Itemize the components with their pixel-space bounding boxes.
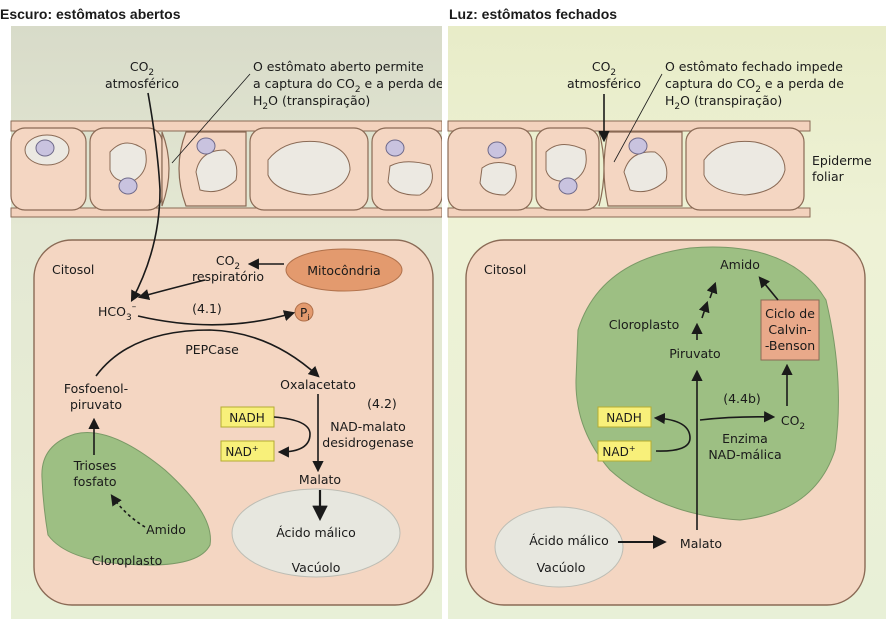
nad-box-left	[220, 440, 275, 462]
nad-label-left: NAD+	[225, 444, 258, 459]
bicarbonate-label: HCO3–	[98, 302, 137, 323]
panel-light-title: Luz: estômatos fechados	[449, 6, 617, 22]
arrow-nadh-to-nad	[273, 416, 311, 458]
guard-cell-open	[161, 131, 170, 207]
step-4-1-label: (4.1)	[192, 301, 222, 316]
arrow-calvin-to-starch	[758, 276, 779, 301]
epidermis-label-1: Epiderme	[812, 153, 872, 168]
starch-label-right: Amido	[720, 257, 760, 272]
step-4-4b-label: (4.4b)	[723, 391, 761, 406]
arrows-right	[618, 276, 793, 549]
pyruvate-label: Piruvato	[669, 346, 720, 361]
nad-label-right: NAD+	[602, 444, 635, 459]
closed-stomata-note: O estômato fechado impede captura do CO2…	[665, 59, 844, 112]
note-pointer-line	[171, 73, 251, 164]
arrow-to-co2	[699, 411, 776, 423]
svg-text:a captura do CO2 e a perda de: a captura do CO2 e a perda de	[253, 76, 444, 95]
calvin-cycle-label-3: -Benson	[765, 338, 815, 353]
malate-dehydrogenase-label-2: desidrogenase	[322, 435, 414, 450]
svg-text:O estômato aberto permite: O estômato aberto permite	[253, 59, 424, 74]
step-4-2-label: (4.2)	[367, 396, 397, 411]
arrow-co2-to-hco3	[130, 92, 161, 302]
svg-text:O estômato fechado impede: O estômato fechado impede	[665, 59, 843, 74]
svg-text:H2O (transpiração): H2O (transpiração)	[253, 93, 370, 112]
arrow-co2-to-hco3-resp	[137, 279, 206, 300]
pep-label-1: Fosfoenol-	[64, 381, 128, 396]
open-stomata-note: O estômato aberto permite a captura do C…	[253, 59, 444, 112]
panel-light: Luz: estômatos fechados CO2 atmosférico …	[447, 6, 886, 619]
panel-dark-title: Escuro: estômatos abertos	[0, 6, 181, 22]
vacuole-label-right: Vacúolo	[537, 560, 586, 575]
nucleus	[558, 177, 578, 195]
phosphate-label: Pi	[300, 306, 309, 322]
mitochondria	[285, 248, 403, 292]
nadh-box-right	[597, 406, 652, 428]
chloroplast-label-right: Cloroplasto	[609, 317, 680, 332]
co2-atmospheric-sublabel-right: atmosférico	[567, 76, 641, 91]
arrow-pyruvate-step3	[706, 281, 718, 299]
nucleus	[385, 139, 405, 157]
nucleus	[196, 137, 216, 155]
vacuole-right	[494, 506, 624, 588]
co2-atmospheric-sublabel: atmosférico	[105, 76, 179, 91]
epidermis-right	[447, 120, 811, 218]
triose-phosphate-label-2: fosfato	[73, 474, 116, 489]
arrow-hco3-to-pi	[137, 310, 296, 326]
note-pointer-line-right	[613, 73, 663, 163]
malic-acid-label-right: Ácido málico	[529, 533, 609, 548]
nad-box-right	[597, 440, 652, 462]
calvin-cycle-label-1: Ciclo de	[765, 306, 815, 321]
calvin-cycle-label-2: Calvin-	[768, 322, 811, 337]
svg-text:captura do CO2 e a perda de: captura do CO2 e a perda de	[665, 76, 844, 95]
malate-label-right: Malato	[680, 536, 722, 551]
co2-respiratory-sublabel: respiratório	[192, 269, 264, 284]
mitochondria-label: Mitocôndria	[307, 263, 380, 278]
malate-dehydrogenase-label-1: NAD-malato	[330, 419, 406, 434]
cytosol-label: Citosol	[52, 262, 94, 277]
malic-enzyme-label-1: Enzima	[722, 431, 768, 446]
malic-enzyme-label-2: NAD-málica	[708, 447, 781, 462]
epidermis-label-2: foliar	[812, 169, 845, 184]
co2-respiratory-label: CO2	[216, 253, 240, 272]
nucleus	[487, 141, 507, 159]
nucleus	[628, 137, 648, 155]
malate-label-left: Malato	[299, 472, 341, 487]
epidermis-left	[10, 120, 443, 218]
oxaloacetate-label: Oxalacetato	[280, 377, 356, 392]
vacuole-label-left: Vacúolo	[292, 560, 341, 575]
malic-acid-label-left: Ácido málico	[276, 525, 356, 540]
starch-label-left: Amido	[146, 522, 186, 537]
cytosol-label-right: Citosol	[484, 262, 526, 277]
co2-released-label: CO2	[781, 413, 805, 432]
arrow-pyruvate-step2	[698, 300, 710, 319]
panel-separator	[442, 26, 448, 619]
svg-text:H2O (transpiração): H2O (transpiração)	[665, 93, 782, 112]
chloroplast-left	[41, 432, 211, 566]
vacuole-left	[231, 488, 401, 578]
pepcase-label: PEPCase	[185, 342, 239, 357]
arrow-nad-to-nadh	[653, 412, 691, 452]
chloroplast-label-left: Cloroplasto	[92, 553, 163, 568]
co2-atmospheric-label: CO2	[130, 59, 154, 78]
triose-phosphate-label-1: Trioses	[73, 458, 117, 473]
co2-atmospheric-label-right: CO2	[592, 59, 616, 78]
arrow-pep-to-oxaloacetate	[95, 329, 320, 378]
calvin-cycle-box	[760, 299, 820, 361]
nucleus	[35, 139, 55, 157]
nucleus	[118, 177, 138, 195]
nadh-label-right: NADH	[606, 411, 641, 425]
panel-dark: Escuro: estômatos abertos CO2 atmosféric…	[0, 6, 444, 619]
arrows-left	[88, 92, 328, 528]
nadh-label-left: NADH	[229, 411, 264, 425]
pep-label-2: piruvato	[70, 397, 122, 412]
